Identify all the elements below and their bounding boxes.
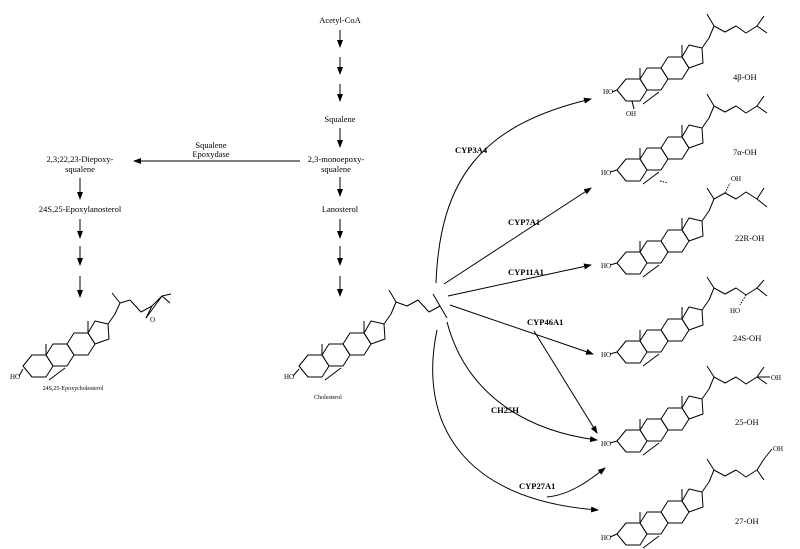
diepoxysqualene-label-2: squalene [65, 164, 95, 174]
product-7a-oh-label: 7α-OH [733, 147, 757, 157]
4b-ho-atom: HO [603, 88, 613, 96]
product-4b-oh-label: 4β-OH [733, 72, 757, 82]
epoxycholesterol-ho-atom: HO [10, 373, 20, 381]
lanosterol-label: Lanosterol [322, 204, 359, 214]
epoxycholesterol-label: 24S,25-Epoxycholesterol [43, 386, 104, 392]
epoxylanosterol-label: 24S,25-Epoxylanosterol [39, 204, 122, 214]
product-27-oh-label: 27-OH [735, 516, 759, 526]
product-25-oh-label: 25-OH [735, 417, 759, 427]
cholesterol-structure: HO Cholesterol [284, 289, 448, 401]
cyp11a1-label: CYP11A1 [508, 267, 544, 277]
epoxide-o-atom: O [150, 316, 155, 324]
squalene-label: Squalene [324, 114, 355, 124]
24s-oh-atom: HO [730, 307, 740, 315]
product-27-oh-structure: OH HO 27-OH [601, 445, 783, 548]
product-4b-oh-structure: OH HO 4β-OH [603, 13, 768, 118]
main-pathway: Acetyl-CoA Squalene 2,3-monoepoxy- squal… [308, 15, 365, 297]
monoepoxysqualene-label-2: squalene [321, 164, 351, 174]
4b-oh-atom: OH [626, 110, 636, 118]
product-25-oh-structure: OH HO 25-OH [601, 365, 781, 455]
product-22r-oh-structure: OH HO 22R-OH [601, 175, 768, 277]
enzyme-arrows [432, 97, 606, 513]
product-24s-oh-label: 24S-OH [733, 333, 761, 343]
7a-ho-atom: HO [601, 169, 611, 177]
squalene-epoxydase-label-2: Epoxydase [192, 149, 230, 159]
cyp7a1-label: CYP7A1 [508, 217, 540, 227]
epoxycholesterol-structure: O HO 24S,25-Epoxycholesterol [10, 292, 172, 392]
squalene-epoxydase-label-1: Squalene [195, 140, 226, 150]
shunt-pathway: Squalene Epoxydase 2,3;22,23-Diepoxy- sq… [39, 140, 300, 298]
diepoxysqualene-label-1: 2,3;22,23-Diepoxy- [46, 154, 113, 164]
22r-ho-atom: HO [601, 262, 611, 270]
product-22r-oh-label: 22R-OH [735, 233, 764, 243]
27-ho-atom: HO [601, 534, 611, 542]
product-7a-oh-structure: HO 7α-OH [601, 93, 768, 184]
ch25h-label: CH25H [491, 405, 519, 415]
product-24s-oh-structure: HO HO 24S-OH [601, 276, 768, 366]
24s-ho-atom: HO [601, 351, 611, 359]
cyp46a1-label: CYP46A1 [527, 317, 563, 327]
acetyl-coa-label: Acetyl-CoA [319, 15, 361, 25]
cyp3a4-label: CYP3A4 [455, 145, 488, 155]
cholesterol-ho-atom: HO [284, 373, 294, 381]
enzyme-labels: CYP3A4 CYP7A1 CYP11A1 CYP46A1 CH25H CYP2… [455, 145, 563, 491]
cyp27a1-label: CYP27A1 [519, 481, 555, 491]
25-ho-atom: HO [601, 440, 611, 448]
monoepoxysqualene-label-1: 2,3-monoepoxy- [308, 154, 365, 164]
22r-oh-atom: OH [731, 175, 741, 183]
cholesterol-label: Cholesterol [314, 395, 342, 401]
25-oh-atom: OH [771, 374, 781, 382]
27-oh-atom: OH [773, 445, 783, 453]
